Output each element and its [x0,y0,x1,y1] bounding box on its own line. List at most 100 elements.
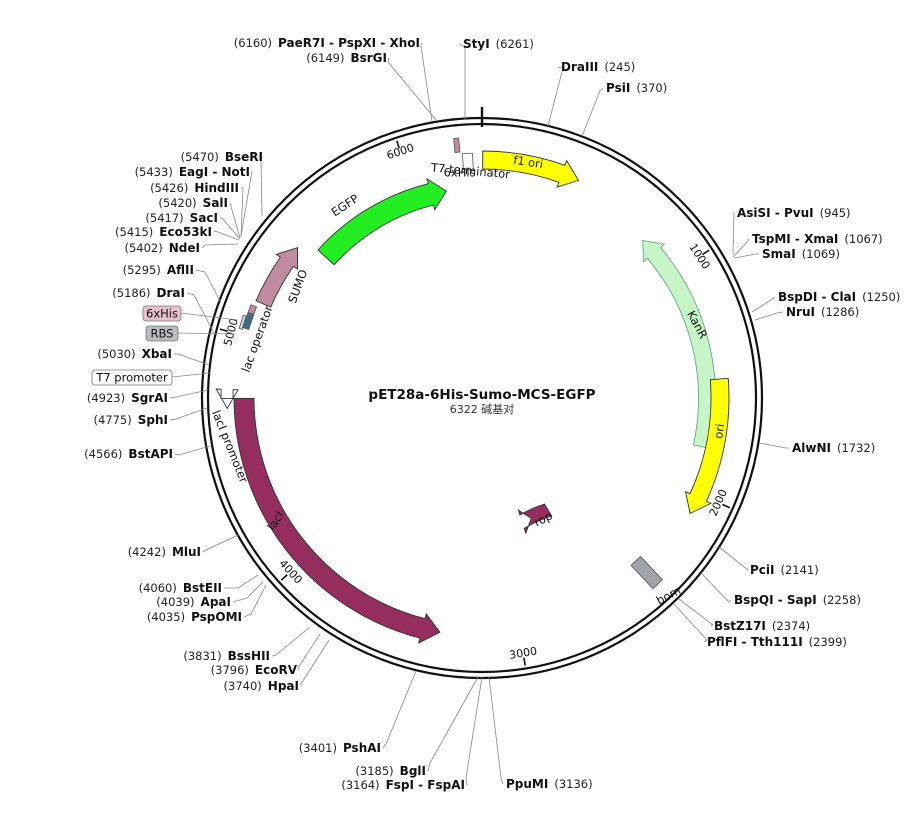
site-leader-line [754,311,784,321]
site-leader-line [169,407,208,421]
restriction-site: (5030)XbaI [97,347,172,361]
site-position: (3831) [183,649,221,663]
bom-label: bom [654,583,683,607]
kanr-arrow [642,239,716,450]
site-leader-line [465,676,483,786]
site-label: (3831) BssHII [183,649,270,663]
site-leader-line [547,66,564,127]
site-name: SacI [190,211,218,225]
site-label: (3401) PshAI [299,741,381,755]
site-name: PaeR7I - PspXI - XhoI [278,36,420,50]
restriction-site: (4923)SgrAI [87,391,168,405]
site-name: SgrAI [131,391,168,405]
site-leader-line [297,633,321,671]
tick-mark [280,574,288,581]
site-leader-line [581,87,604,137]
site-label: DraIII(245) [561,60,635,74]
site-position: (3740) [224,679,262,693]
feature-badge [142,305,182,322]
site-leader-line [220,217,241,240]
site-leader-line [488,676,504,785]
site-label: (4039)ApaI [156,595,231,609]
site-position: (4039) [156,595,194,609]
site-position: (5415) [115,225,153,239]
plasmid-length: 6322 碱基对 [450,402,515,416]
site-label: BstZ17I(2374) [714,619,810,633]
site-label: BspDI - ClaI(1250) [778,290,900,304]
site-position: (945) [820,206,851,220]
site-position: (5420) [158,196,196,210]
restriction-site: (6160) PaeR7I - PspXI - XhoI [234,36,420,50]
f1ori-label: f1 ori [512,153,544,172]
site-leader-line [387,57,438,122]
site-leader-line [232,581,264,603]
site-label: (5186)DraI [112,286,185,300]
rbs-left-marker [242,311,255,331]
site-position: (1067) [844,232,882,246]
restriction-site: (5417)SacI [145,211,218,225]
restriction-site: StyI(6261) [463,37,534,51]
site-name: PshAI [343,741,381,755]
site-name: BglI [400,764,426,778]
site-label: AsiSI - PvuI(945) [737,206,851,220]
restriction-site: (4775)SphI [94,413,169,427]
site-name: EagI - NotI [179,165,250,179]
lac_operator-label: lac operator [239,303,276,374]
site-label: SmaI(1069) [762,247,840,261]
restriction-site: (5426)HindIII [150,181,239,195]
site-position: (3401) [299,741,337,755]
feature-badge-label: RBS [151,327,174,341]
site-position: (1732) [837,441,875,455]
site-position: (3796) [211,663,249,677]
restriction-site: (4035)PspOMI [147,610,242,624]
site-name: PflFI - Tth111I [707,635,803,649]
restriction-site: AsiSI - PvuI(945) [737,206,851,220]
site-leader-line [733,253,759,259]
site-label: (5417)SacI [145,211,218,225]
site-name: SphI [138,413,168,427]
site-label: PsiI(370) [606,81,667,95]
site-position: (2399) [809,635,847,649]
site-name: Eco53kI [159,225,212,239]
site-leader-line [169,389,209,399]
site-label: (5470)BseRI [181,150,263,164]
site-leader-line [718,546,750,571]
his6_top-label: 6xHis [444,166,476,180]
site-position: (1069) [802,247,840,261]
badge-leader-line [171,372,211,378]
site-label: (5030)XbaI [97,347,172,361]
site-leader-line [174,445,211,456]
restriction-site: PsiI(370) [606,81,667,95]
site-position: (4566) [84,447,122,461]
site-label: NruI(1286) [786,305,859,319]
ori-arrow [684,377,730,515]
restriction-site: PciI(2141) [750,563,819,577]
site-position: (6261) [496,37,534,51]
site-name: BspDI - ClaI [778,290,856,304]
site-name: DraIII [561,60,598,74]
site-name: BssHII [228,649,270,663]
restriction-site: BstZ17I(2374) [714,619,810,633]
site-leader-line [240,187,244,238]
site-position: (2258) [823,593,861,607]
site-leader-line [300,639,330,686]
site-name: HpaI [268,679,299,693]
site-name: SalI [203,196,228,210]
t7term-box [462,152,474,171]
site-name: FspI - FspAI [386,778,465,792]
site-position: (6160) [234,36,272,50]
tick-mark [523,657,526,666]
restriction-site: (5470)BseRI [181,150,263,164]
site-leader-line [758,442,789,449]
site-name: PsiI [606,81,630,95]
feature-badge-label: 6xHis [146,307,178,321]
site-label: (4242)MluI [128,545,201,559]
site-label: (6160) PaeR7I - PspXI - XhoI [234,36,420,50]
restriction-site: PpuMI(3136) [506,777,593,791]
site-position: (2374) [772,619,810,633]
site-label: StyI(6261) [463,37,534,51]
egfp-arrow [317,177,447,266]
feature-badge [91,369,173,386]
site-leader-line [186,292,215,334]
